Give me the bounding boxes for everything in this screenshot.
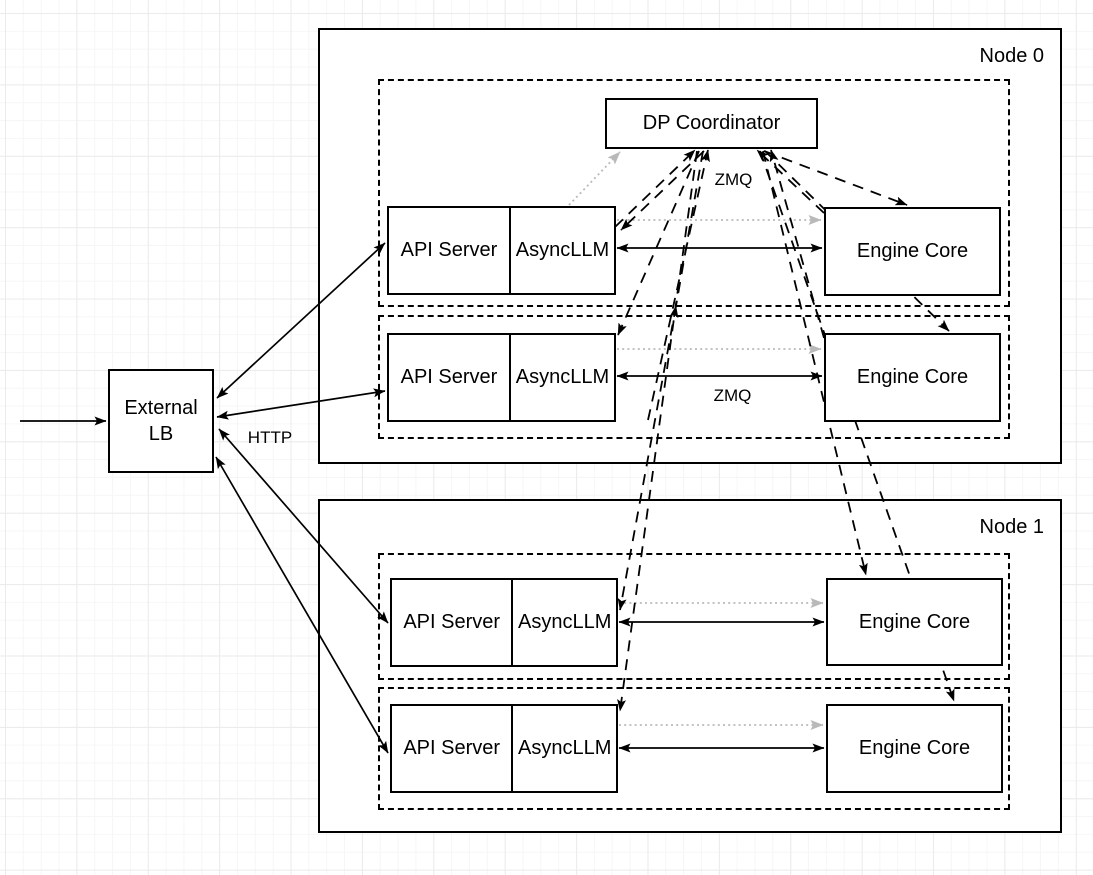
node1-replica1-api-box: API Server AsyncLLM xyxy=(390,704,618,793)
node0-replica0-cluster xyxy=(378,79,1010,307)
api-server-label: API Server xyxy=(400,239,498,261)
async-llm-label: AsyncLLM xyxy=(515,366,610,388)
async-llm-cell: AsyncLLM xyxy=(513,706,616,791)
edge-external-lb--node1-api-server-0 xyxy=(218,428,389,624)
api-server-label: API Server xyxy=(403,611,501,633)
node1-replica1-engine-core-box: Engine Core xyxy=(826,704,1003,793)
zmq-label-top: ZMQ xyxy=(714,170,753,189)
async-llm-label: AsyncLLM xyxy=(518,611,612,633)
engine-core-label: Engine Core xyxy=(858,737,971,759)
node0-title: Node 0 xyxy=(979,45,1045,67)
node0-replica1-engine-core-box: Engine Core xyxy=(824,333,1001,422)
edge-dp-coordinator--node0-async-llm-0 xyxy=(620,150,705,231)
node1-title: Node 1 xyxy=(979,516,1045,538)
async-llm-label: AsyncLLM xyxy=(518,737,612,759)
api-server-cell: API Server xyxy=(389,208,511,293)
async-llm-cell: AsyncLLM xyxy=(511,335,614,420)
api-server-cell: API Server xyxy=(392,706,514,791)
node1-replica0-engine-core-box: Engine Core xyxy=(826,578,1003,666)
edge-external-lb--node1-api-server-1 xyxy=(215,456,389,754)
async-llm-cell: AsyncLLM xyxy=(511,208,614,293)
edge-dp-coordinator--node0-engine-core-1 xyxy=(764,150,950,332)
edge-dp-coordinator--node1-engine-core-0 xyxy=(762,150,868,576)
node0-replica0-engine-core-box: Engine Core xyxy=(824,207,1001,296)
edge-dp-coordinator--node0-async-llm-1 xyxy=(617,150,700,336)
edge-external-lb--node0-api-server-1 xyxy=(216,388,386,420)
async-llm-label: AsyncLLM xyxy=(515,239,610,261)
edge-node0-replica0-boundary--node1-async-llm-0 xyxy=(617,305,679,611)
http-label: HTTP xyxy=(247,428,293,447)
dp-coordinator-box: DP Coordinator xyxy=(605,98,818,149)
edge-node0-engine-core-1--dp-coordinator xyxy=(769,149,825,339)
api-server-cell: API Server xyxy=(392,580,514,665)
async-llm-cell: AsyncLLM xyxy=(513,580,616,665)
node0-replica1-api-box: API Server AsyncLLM xyxy=(387,333,616,422)
edge-dp-coordinator--node1-async-llm-1 xyxy=(617,150,698,712)
external-lb-label-line2: LB xyxy=(148,423,174,445)
external-lb-label: External LB xyxy=(124,395,197,447)
edge-node0-async-llm-0--dp-coordinator xyxy=(568,151,621,206)
edge-node0-engine-core-0--dp-coordinator xyxy=(756,149,825,214)
edge-dp-coordinator--node0-replica0-boundary xyxy=(675,150,704,307)
external-lb-label-line1: External xyxy=(124,397,198,419)
external-lb-box: External LB xyxy=(108,369,214,473)
api-server-label: API Server xyxy=(403,737,501,759)
api-server-label: API Server xyxy=(400,366,498,388)
zmq-label-bottom: ZMQ xyxy=(713,386,752,405)
node1-replica0-api-box: API Server AsyncLLM xyxy=(390,578,618,667)
edge-dp-coordinator--node1-engine-core-1 xyxy=(759,150,955,702)
edge-dp-coordinator--node0-engine-core-0 xyxy=(763,150,908,206)
engine-core-label: Engine Core xyxy=(856,240,969,262)
engine-core-label: Engine Core xyxy=(858,610,971,633)
edge-external-lb--node0-api-server-0 xyxy=(216,242,386,399)
node0-replica0-api-box: API Server AsyncLLM xyxy=(387,206,616,295)
engine-core-label: Engine Core xyxy=(856,366,969,388)
dp-coordinator-label: DP Coordinator xyxy=(642,112,781,134)
api-server-cell: API Server xyxy=(389,335,511,420)
